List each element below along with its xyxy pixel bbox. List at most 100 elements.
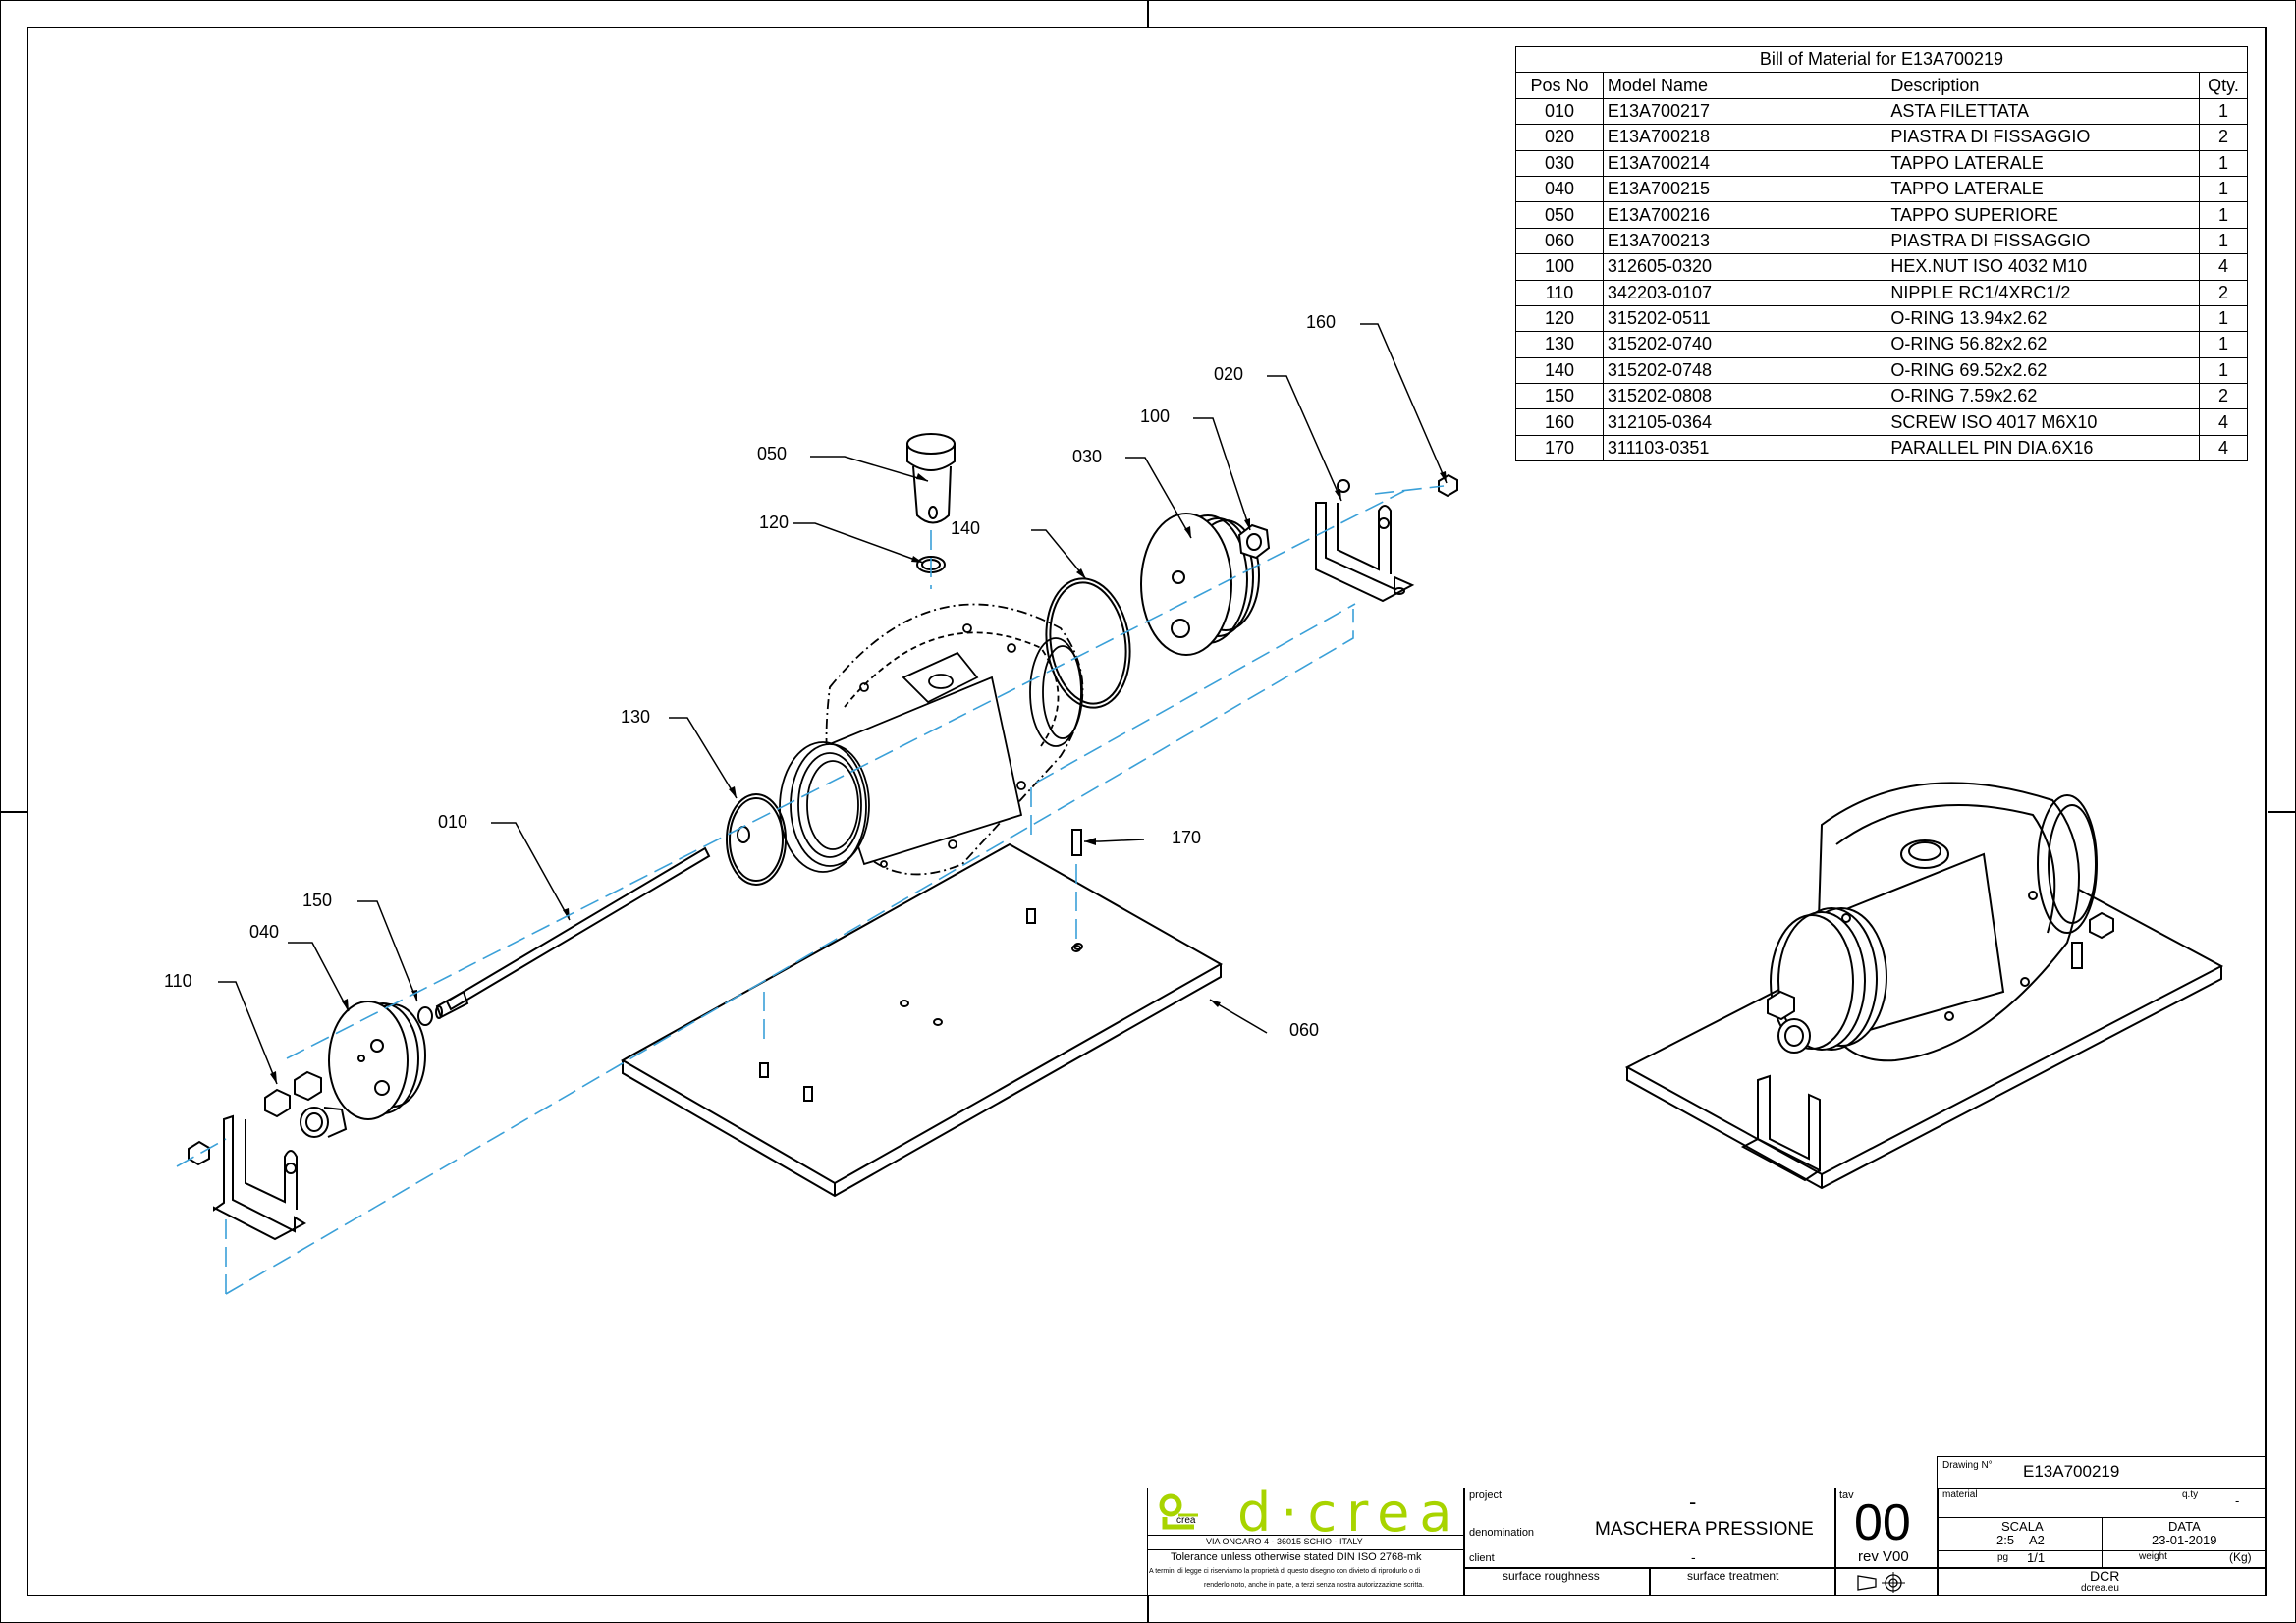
bom-header-row: Pos No Model Name Description Qty. — [1515, 72, 2248, 99]
base-plate-060 — [620, 842, 1224, 1198]
material-label: material — [1942, 1489, 1978, 1500]
tav-value: 00 — [1854, 1494, 1911, 1551]
bom-title: Bill of Material for E13A700219 — [1515, 45, 2248, 74]
threaded-rod-010 — [435, 846, 711, 1019]
bom-cell-desc: PARALLEL PIN DIA.6X16 — [1886, 434, 2200, 462]
bom-cell-qty: 1 — [2199, 304, 2248, 333]
surface-treatment-label: surface treatment — [1687, 1569, 1779, 1583]
callout-060: 060 — [1289, 1020, 1320, 1040]
bom-cell-model: 311103-0351 — [1602, 434, 1887, 462]
client-value: - — [1691, 1549, 1696, 1565]
weight-label: weight — [2139, 1551, 2167, 1562]
bom-cell-qty: 2 — [2199, 383, 2248, 410]
pin-170 — [1071, 829, 1082, 856]
bom-cell-pos: 100 — [1515, 253, 1604, 281]
bom-cell-desc: TAPPO LATERALE — [1886, 175, 2200, 203]
bom-cell-desc: PIASTRA DI FISSAGGIO — [1886, 227, 2200, 255]
bom-cell-pos: 050 — [1515, 201, 1604, 229]
callout-170: 170 — [1172, 828, 1202, 847]
side-cap-040 — [328, 1001, 426, 1120]
date-label: DATA — [2168, 1519, 2201, 1534]
bom-cell-qty: 1 — [2199, 227, 2248, 255]
bom-cell-desc: O-RING 69.52x2.62 — [1886, 356, 2200, 385]
bom-cell-desc: O-RING 56.82x2.62 — [1886, 331, 2200, 358]
assembly-axes — [176, 485, 1445, 1295]
callout-110: 110 — [164, 971, 192, 991]
company-code: DCR — [2090, 1568, 2120, 1584]
sheet-inner-border — [27, 27, 2267, 1596]
callout-010: 010 — [438, 812, 468, 832]
client-label: client — [1469, 1552, 1495, 1564]
o-ring-130 — [726, 793, 787, 886]
side-cap-030 — [1140, 513, 1260, 656]
callout-130: 130 — [621, 707, 651, 727]
bom-header-qty: Qty. — [2199, 72, 2248, 99]
tav-cell — [1834, 1488, 1939, 1596]
bom-cell-desc: HEX.NUT ISO 4032 M10 — [1886, 253, 2200, 281]
bom-cell-desc: NIPPLE RC1/4XRC1/2 — [1886, 279, 2200, 306]
project-label: project — [1469, 1489, 1503, 1501]
legal-note-line1: A termini di legge ci riserviamo la prop… — [1149, 1568, 1421, 1575]
scale-value: 2:5 — [1996, 1533, 2015, 1547]
weight-unit: (Kg) — [2229, 1550, 2252, 1564]
denomination-label: denomination — [1469, 1527, 1535, 1539]
bom-cell-qty: 1 — [2199, 356, 2248, 385]
bom-cell-qty: 1 — [2199, 175, 2248, 203]
o-ring-140 — [1045, 577, 1131, 709]
page-value: 1/1 — [2027, 1550, 2046, 1565]
tav-label: tav — [1839, 1489, 1854, 1501]
bom-cell-desc: TAPPO SUPERIORE — [1886, 201, 2200, 229]
bom-cell-qty: 2 — [2199, 279, 2248, 306]
page-label: pg — [1997, 1552, 2009, 1563]
bom-cell-pos: 120 — [1515, 304, 1604, 333]
drawing-number-cell — [1937, 1456, 2267, 1596]
bill-of-material-table: Bill of Material for E13A700219 Pos No M… — [1515, 45, 2248, 462]
bom-cell-pos: 010 — [1515, 97, 1604, 126]
bom-cell-desc: O-RING 13.94x2.62 — [1886, 304, 2200, 333]
callout-040: 040 — [249, 922, 280, 942]
drawing-no-label: Drawing N° — [1942, 1460, 1993, 1471]
bom-cell-pos: 160 — [1515, 408, 1604, 436]
bracket-020-upper — [1315, 479, 1415, 603]
center-tick-top — [1147, 0, 1149, 27]
callout-150: 150 — [302, 891, 333, 910]
hex-nut-100 — [1237, 523, 1271, 560]
bom-cell-model: 312605-0320 — [1602, 253, 1887, 281]
quantity-label: q.ty — [2182, 1489, 2199, 1500]
bom-cell-model: 342203-0107 — [1602, 279, 1887, 306]
leader-lines — [218, 323, 1448, 1085]
bom-cell-pos: 110 — [1515, 279, 1604, 306]
center-tick-bottom — [1147, 1596, 1149, 1623]
logo-text: d·crea — [1237, 1482, 1462, 1543]
title-block: crea d·crea VIA ONGARO 4 - 36015 SCHIO -… — [1147, 1456, 2267, 1596]
housing-body — [779, 603, 1084, 876]
bom-cell-qty: 1 — [2199, 149, 2248, 177]
bom-cell-model: E13A700215 — [1602, 175, 1887, 203]
bom-cell-qty: 1 — [2199, 97, 2248, 126]
callout-160: 160 — [1306, 312, 1337, 332]
date-value: 23-01-2019 — [2152, 1533, 2217, 1547]
projection-symbol-icon — [1857, 1572, 1905, 1593]
revision: rev V00 — [1858, 1548, 1909, 1565]
bom-header-desc: Description — [1886, 72, 2200, 99]
logo-cell — [1147, 1488, 1465, 1596]
bom-cell-pos: 140 — [1515, 356, 1604, 385]
callout-030: 030 — [1072, 447, 1103, 466]
bom-cell-pos: 040 — [1515, 175, 1604, 203]
bom-cell-qty: 1 — [2199, 331, 2248, 358]
screw-160-lower — [188, 1140, 210, 1166]
bom-cell-model: 315202-0808 — [1602, 383, 1887, 410]
bom-cell-model: E13A700213 — [1602, 227, 1887, 255]
bom-cell-model: 315202-0740 — [1602, 331, 1887, 358]
bom-cell-model: E13A700214 — [1602, 149, 1887, 177]
bom-cell-model: 312105-0364 — [1602, 408, 1887, 436]
bom-cell-model: E13A700216 — [1602, 201, 1887, 229]
center-tick-right — [2268, 811, 2296, 813]
